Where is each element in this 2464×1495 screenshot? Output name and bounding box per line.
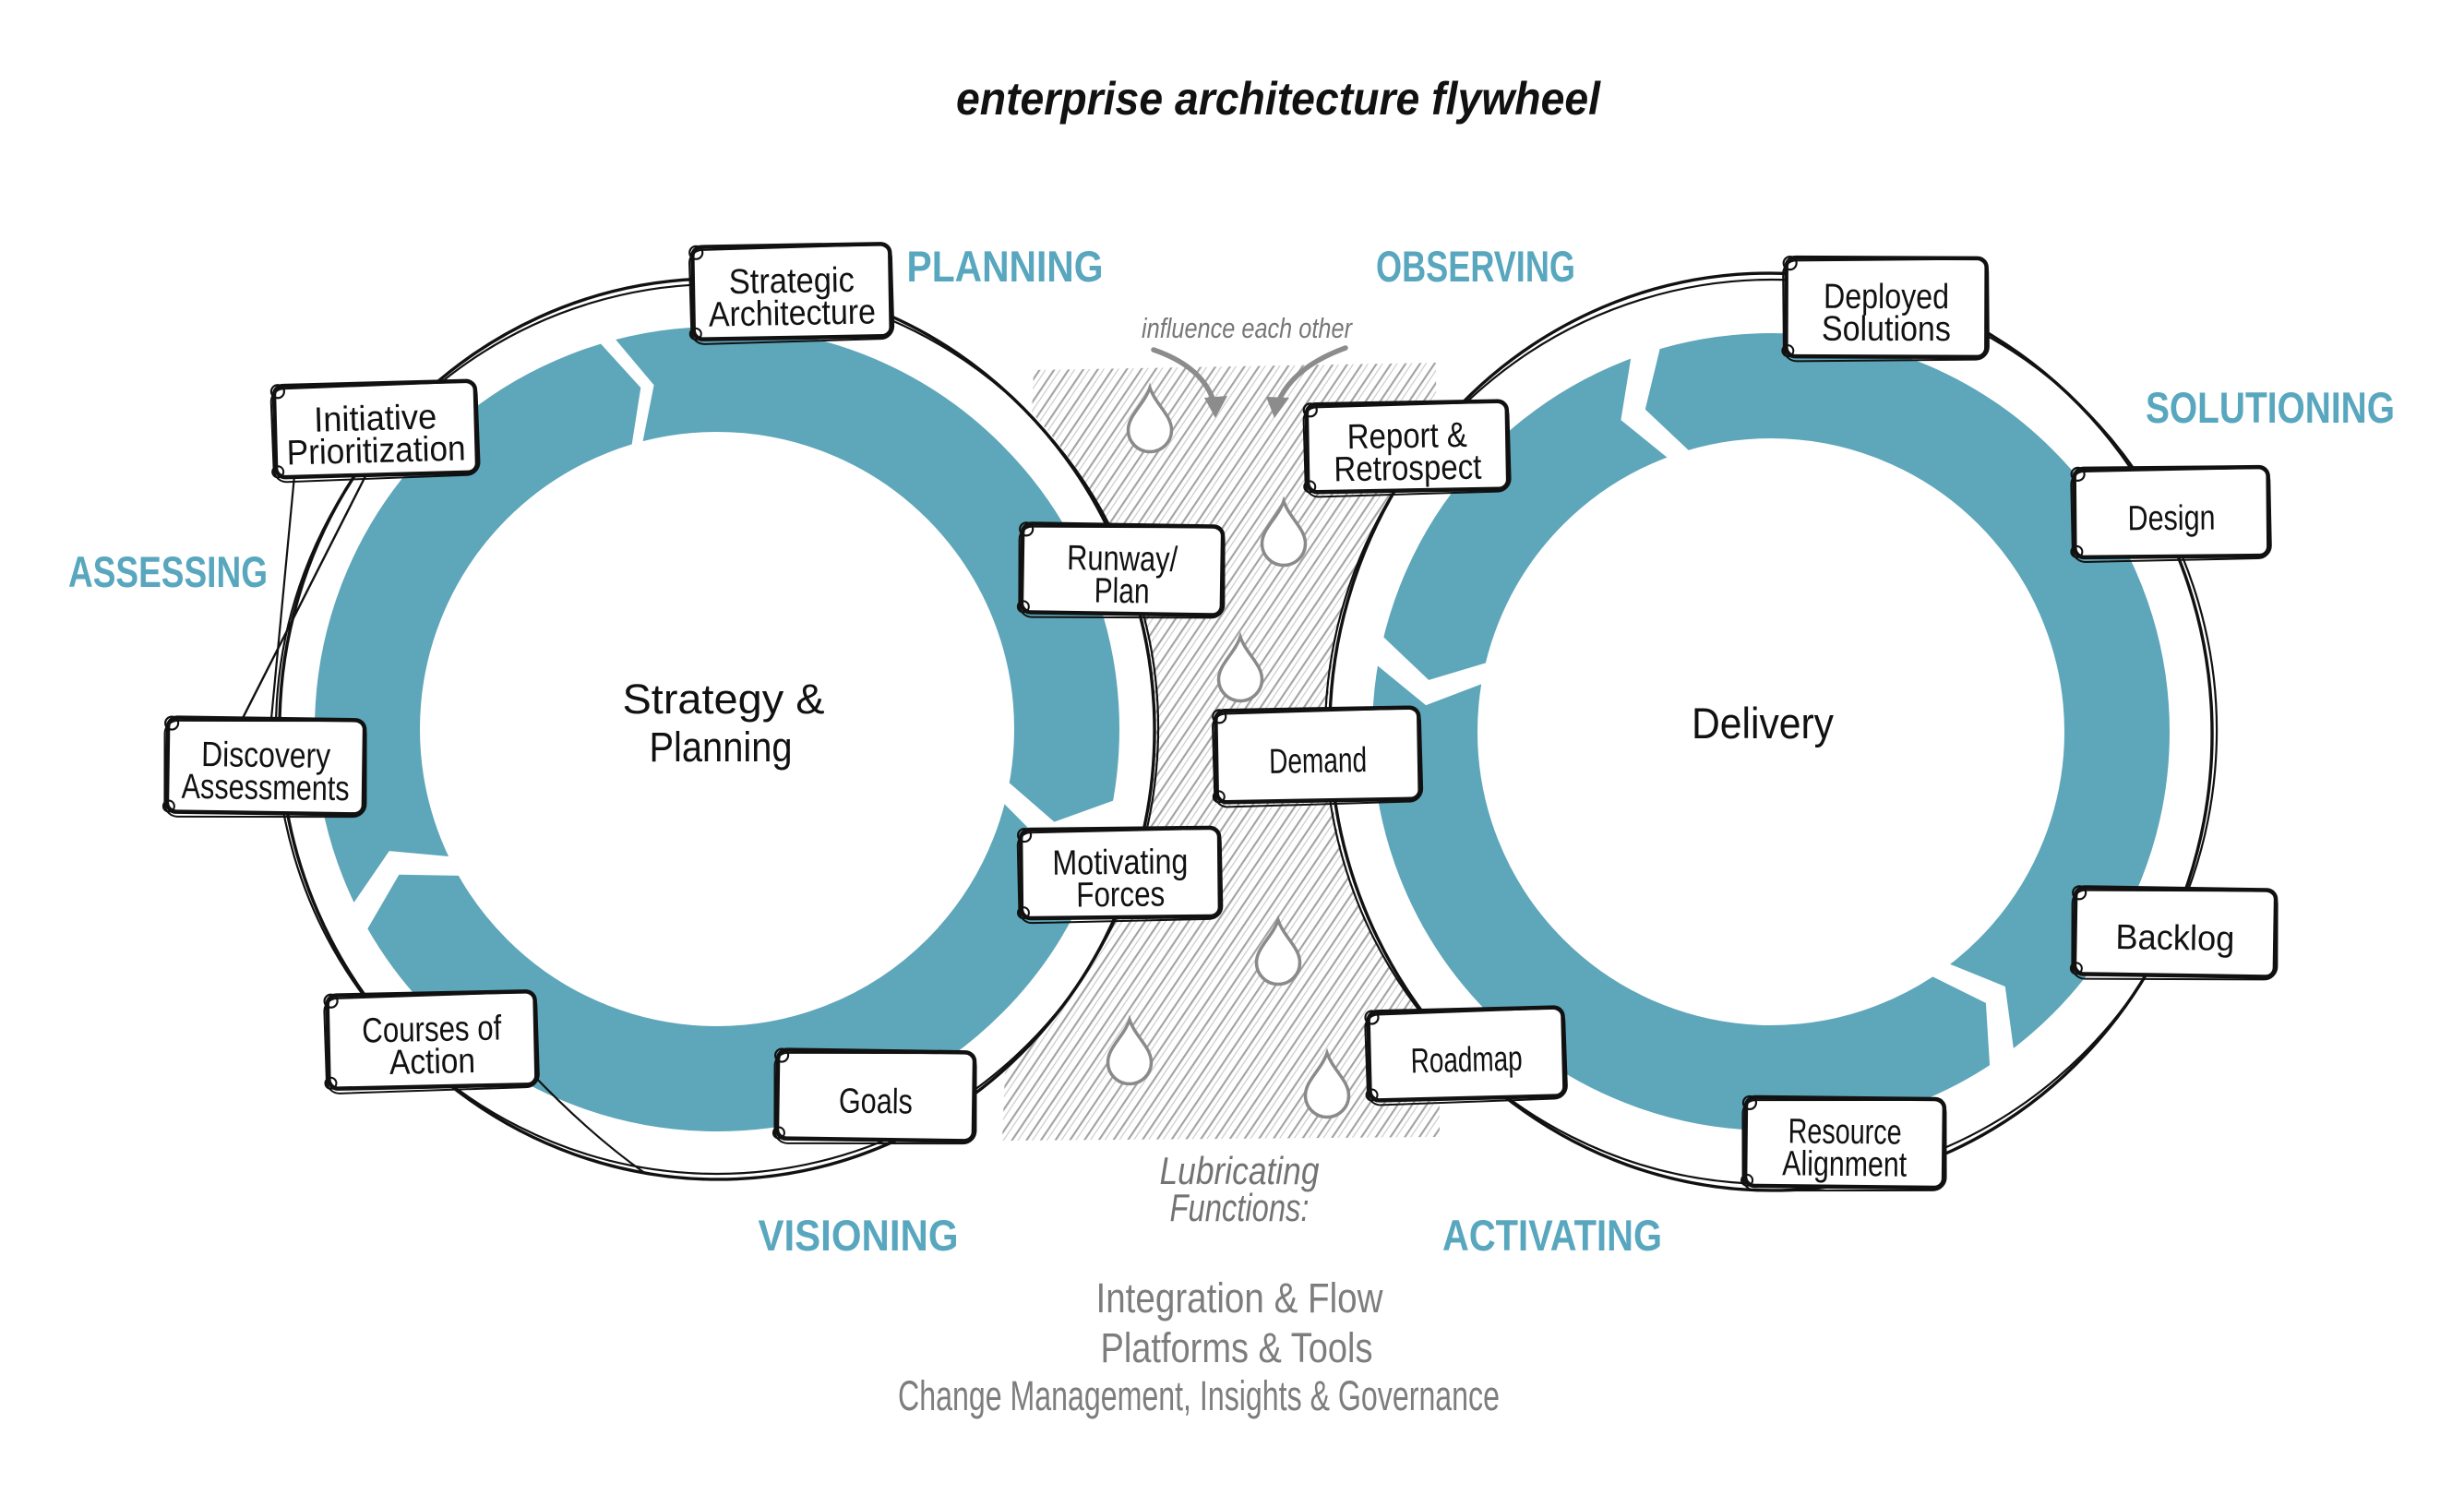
svg-text:Forces: Forces	[1076, 875, 1165, 915]
svg-text:Discovery: Discovery	[201, 736, 331, 776]
svg-text:Lubricating: Lubricating	[1160, 1149, 1320, 1192]
svg-text:Functions:: Functions:	[1170, 1186, 1310, 1229]
svg-text:ACTIVATING: ACTIVATING	[1442, 1211, 1662, 1260]
svg-text:PLANNING: PLANNING	[907, 242, 1104, 291]
svg-text:Demand: Demand	[1269, 741, 1368, 782]
svg-text:Delivery: Delivery	[1692, 699, 1834, 748]
svg-text:Change Management, Insights &: Change Management, Insights & Governance	[898, 1372, 1500, 1419]
svg-text:Backlog: Backlog	[2115, 918, 2235, 959]
svg-text:Motivating: Motivating	[1052, 843, 1188, 883]
svg-text:Integration & Flow: Integration & Flow	[1096, 1274, 1383, 1322]
svg-text:Roadmap: Roadmap	[1410, 1040, 1523, 1082]
svg-text:Alignment: Alignment	[1782, 1144, 1908, 1184]
svg-text:Planning: Planning	[650, 724, 793, 771]
svg-text:Prioritization: Prioritization	[286, 429, 466, 472]
svg-text:Runway/: Runway/	[1067, 539, 1178, 580]
svg-text:ASSESSING: ASSESSING	[68, 547, 268, 596]
svg-text:Strategy &: Strategy &	[623, 676, 825, 723]
svg-text:Plan: Plan	[1094, 572, 1150, 612]
svg-text:OBSERVING: OBSERVING	[1376, 242, 1575, 291]
svg-text:Assessments: Assessments	[181, 768, 350, 809]
svg-text:Action: Action	[389, 1042, 476, 1082]
svg-text:Resource: Resource	[1788, 1112, 1901, 1152]
svg-text:Platforms & Tools: Platforms & Tools	[1101, 1324, 1373, 1371]
svg-text:influence each other: influence each other	[1142, 312, 1353, 344]
svg-text:Solutions: Solutions	[1822, 310, 1951, 349]
svg-text:SOLUTIONING: SOLUTIONING	[2146, 383, 2395, 432]
svg-text:Architecture: Architecture	[709, 293, 877, 334]
svg-text:Initiative: Initiative	[314, 398, 437, 439]
svg-text:Deployed: Deployed	[1824, 278, 1949, 317]
svg-text:enterprise architecture flywhe: enterprise architecture flywheel	[956, 73, 1601, 125]
svg-text:Courses of: Courses of	[362, 1009, 502, 1050]
svg-text:Goals: Goals	[839, 1082, 914, 1121]
svg-text:Strategic: Strategic	[728, 261, 855, 302]
svg-text:Retrospect: Retrospect	[1334, 448, 1482, 490]
svg-text:Report &: Report &	[1346, 416, 1467, 457]
svg-text:Design: Design	[2127, 499, 2215, 539]
svg-text:VISIONING: VISIONING	[759, 1211, 959, 1260]
